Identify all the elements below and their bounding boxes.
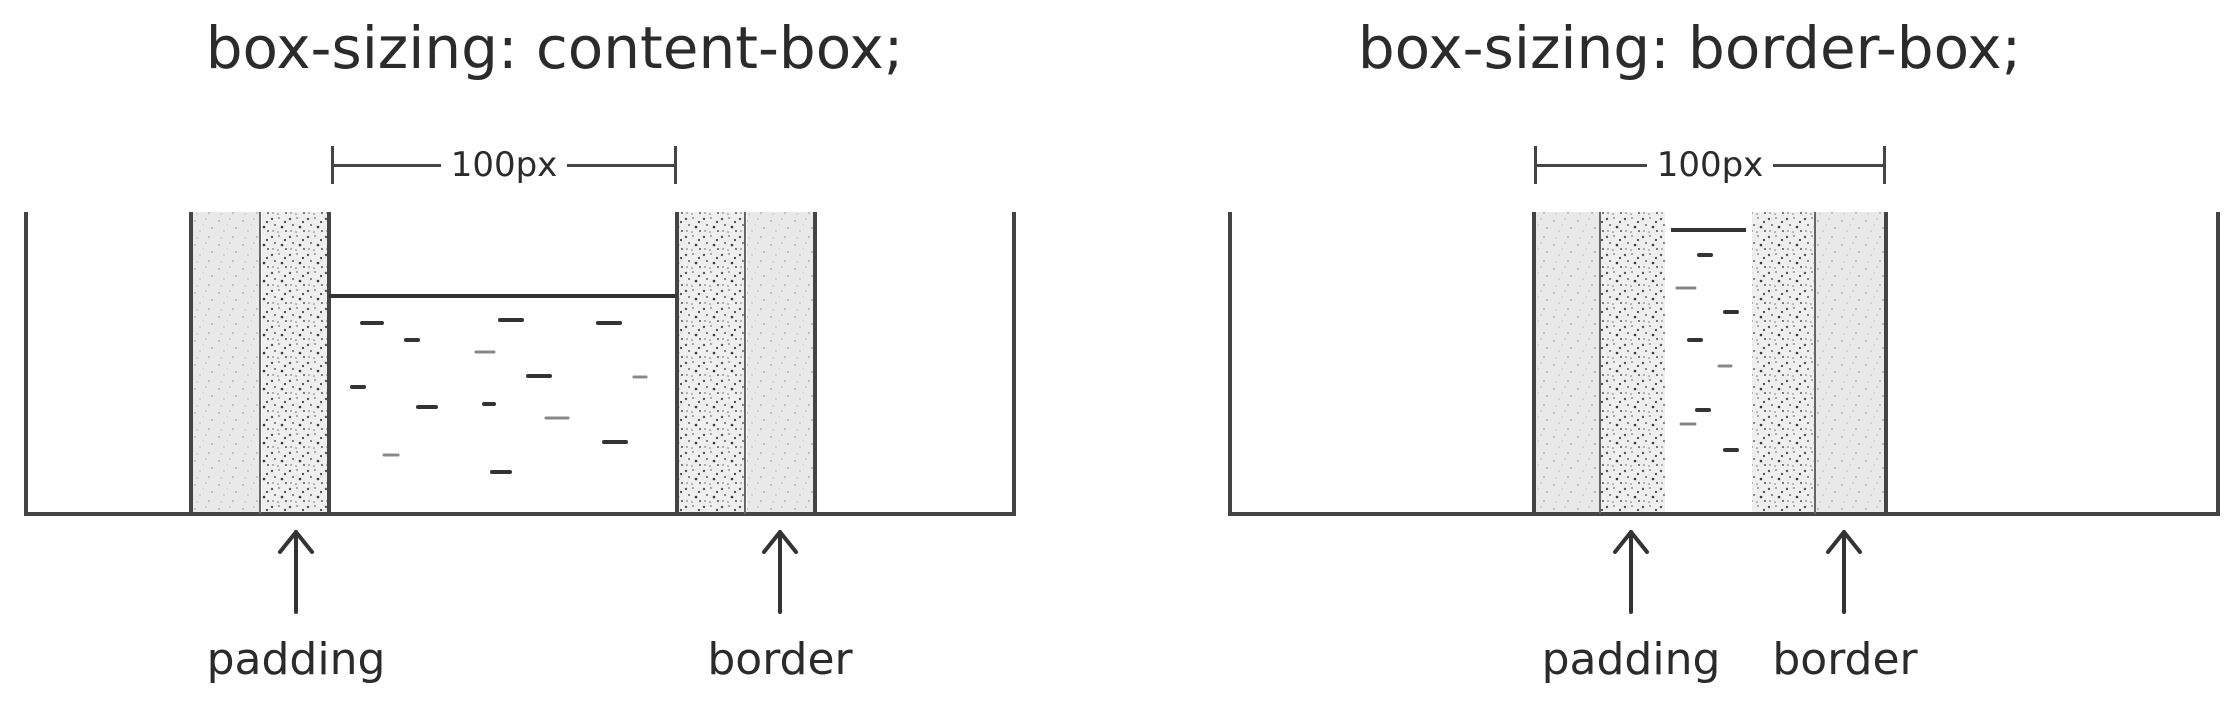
container-outline xyxy=(24,212,1016,516)
content-box-title: box-sizing: content-box; xyxy=(205,14,904,82)
content-marks xyxy=(350,318,648,474)
measure-tick-right xyxy=(1883,146,1886,184)
width-label: 100px xyxy=(1646,145,1774,185)
border-box-drawing xyxy=(1228,212,2220,614)
measure-tick-right xyxy=(674,146,677,184)
content-box-diagram: box-sizing: content-box; 100px xyxy=(24,14,1016,685)
width-measure: 100px xyxy=(331,142,677,188)
padding-label: padding xyxy=(206,634,386,685)
width-label: 100px xyxy=(440,145,568,185)
border-label: border xyxy=(1772,634,1918,685)
padding-band-left xyxy=(1601,212,1665,512)
padding-arrow xyxy=(1613,530,1649,614)
padding-band-left xyxy=(262,212,327,512)
padding-label: padding xyxy=(1541,634,1721,685)
measure-tick-left xyxy=(1534,146,1537,184)
border-box-diagram: box-sizing: border-box; 100px xyxy=(1119,0,2238,720)
border-band-left xyxy=(193,212,259,512)
border-band-right xyxy=(1816,212,1884,512)
padding-arrow xyxy=(278,530,314,614)
border-band-left xyxy=(1536,212,1599,512)
content-marks xyxy=(1675,253,1739,452)
border-arrow xyxy=(1826,530,1862,614)
width-measure: 100px xyxy=(1534,142,1886,188)
padding-band-right xyxy=(1752,212,1814,512)
measure-tick-left xyxy=(331,146,334,184)
container-outline xyxy=(1228,212,2220,516)
border-band-right xyxy=(747,212,813,512)
border-arrow xyxy=(762,530,798,614)
border-label: border xyxy=(707,634,853,685)
content-box-drawing xyxy=(24,212,1016,614)
border-box-title: box-sizing: border-box; xyxy=(1357,14,2022,82)
padding-band-right xyxy=(679,212,744,512)
